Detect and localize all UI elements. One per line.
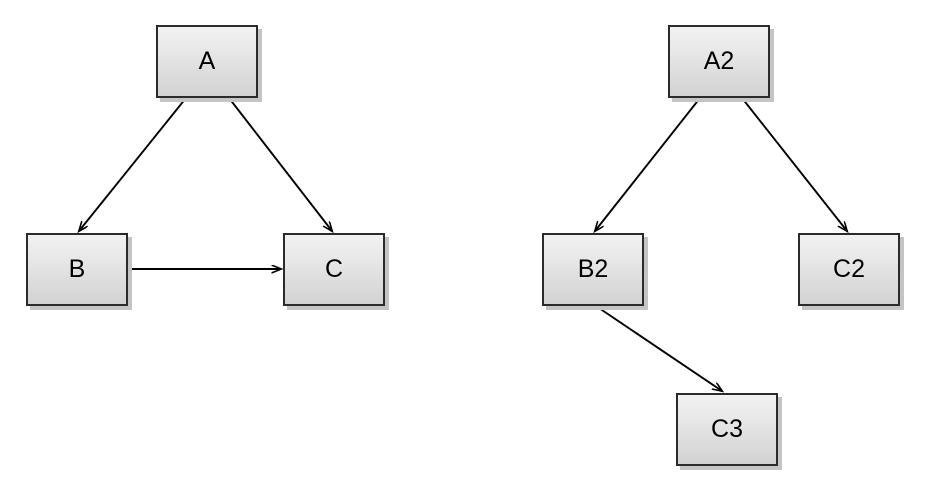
node-a-label: A [198, 47, 216, 75]
node-c[interactable]: C [283, 233, 385, 306]
edge-a2-to-b2 [595, 97, 701, 231]
node-c-label: C [324, 255, 344, 283]
node-a2[interactable]: A2 [668, 25, 770, 98]
node-c3[interactable]: C3 [676, 393, 778, 466]
node-b2-label: B2 [577, 255, 609, 283]
edge-a-to-c [228, 97, 332, 231]
edge-b2-to-c3 [595, 305, 722, 391]
node-c3-label: C3 [711, 415, 743, 443]
node-a[interactable]: A [156, 25, 258, 98]
node-a2-label: A2 [703, 47, 735, 75]
node-c2-label: C2 [833, 255, 865, 283]
node-c2[interactable]: C2 [798, 233, 900, 306]
edge-a2-to-c2 [741, 97, 847, 231]
edges-group [79, 97, 847, 391]
edge-a-to-b [79, 97, 187, 231]
node-b-label: B [68, 255, 86, 283]
node-b2[interactable]: B2 [542, 233, 644, 306]
node-b[interactable]: B [26, 233, 128, 306]
